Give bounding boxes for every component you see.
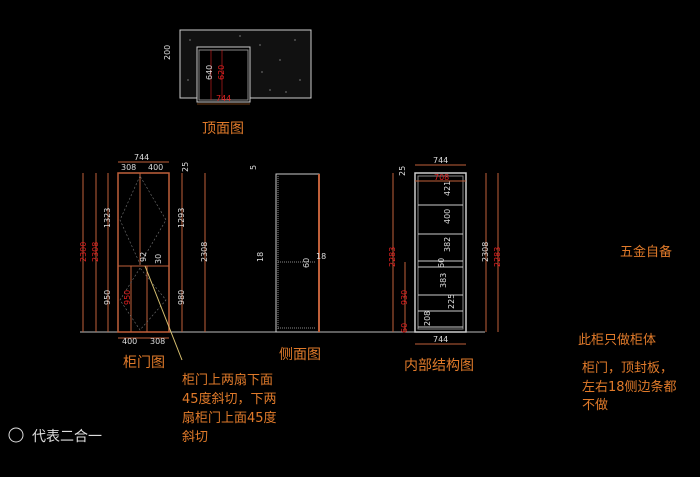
- note-line: 扇柜门上面45度: [182, 410, 277, 426]
- door-view-title: 柜门图: [123, 355, 165, 371]
- dim-bottom-right: 308: [150, 337, 165, 346]
- side-view-title: 侧面图: [279, 347, 321, 363]
- dim-1293: 1293: [177, 208, 186, 228]
- dim-980: 980: [177, 290, 186, 305]
- dim-25: 25: [398, 166, 407, 176]
- top-view-title: 顶面图: [202, 121, 244, 137]
- dim-18-left: 18: [256, 252, 265, 262]
- dim-950-red: 950: [123, 290, 132, 305]
- internal-view: 744 708 25 421 400 382 60 383 225 208 22…: [388, 156, 502, 374]
- dim-width: 744: [134, 153, 149, 162]
- shelf-dim: 382: [443, 237, 452, 252]
- dim-bottom-left: 400: [122, 337, 137, 346]
- shelf-dim: 208: [423, 311, 432, 326]
- door-cut-note: 柜门上两扇下面 45度斜切，下两 扇柜门上面45度 斜切: [182, 372, 277, 445]
- dim-2283-left: 2283: [388, 247, 397, 267]
- dim-bottom: 744: [433, 335, 448, 344]
- top-view: 200 640 620 744 顶面图: [163, 29, 312, 137]
- shelf-dim: 383: [439, 273, 448, 288]
- door-swing-upper: [119, 175, 167, 265]
- dim-top: 744: [433, 156, 448, 165]
- door-frame: [117, 172, 170, 333]
- note-line: 柜门上两扇下面: [182, 372, 273, 388]
- dim-top-right: 400: [148, 163, 163, 172]
- note-line: 斜切: [182, 430, 208, 445]
- shelf-dim: 225: [447, 294, 456, 309]
- door-swing-lower: [119, 267, 167, 331]
- dim-2308-red: 2308: [91, 242, 100, 262]
- dim-25: 25: [181, 162, 190, 172]
- dim-1323: 1323: [103, 208, 112, 228]
- dim-60: 60: [302, 258, 311, 268]
- dim-60-red: 60: [400, 323, 409, 333]
- cabinet-top-outline: [196, 46, 251, 103]
- note-line: 左右18侧边条都: [582, 379, 677, 395]
- door-view: 744 308 400 25 2300 2308 1323 950 1293 9…: [79, 153, 209, 371]
- dim-92: 92: [139, 252, 148, 262]
- shelf-dim: 60: [437, 258, 446, 268]
- internal-inner: [417, 175, 464, 330]
- dim-200: 200: [163, 45, 172, 60]
- leader-line: [144, 265, 183, 361]
- shelf-dim: 400: [443, 209, 452, 224]
- circle-symbol-icon: [8, 427, 24, 443]
- dim-top-left: 308: [121, 163, 136, 172]
- side-view: 5 18 18 60 侧面图: [249, 165, 326, 363]
- dim-620: 620: [217, 65, 226, 80]
- dim-950: 950: [103, 290, 112, 305]
- side-outline: [275, 173, 320, 333]
- dim-2283-right: 2283: [493, 247, 502, 267]
- dim-inner: 708: [434, 173, 449, 182]
- granite-speckle: [187, 35, 301, 93]
- legend-text: 代表二合一: [32, 429, 102, 445]
- note-line: 不做: [582, 398, 608, 413]
- internal-view-title: 内部结构图: [404, 358, 474, 374]
- dim-744: 744: [216, 94, 231, 103]
- shelf-dim: 421: [443, 181, 452, 196]
- dim-640: 640: [205, 65, 214, 80]
- shelves: [418, 204, 463, 328]
- dim-930: 930: [400, 290, 409, 305]
- dim-2308: 2308: [481, 242, 490, 262]
- exclusions-note: 柜门，顶封板， 左右18侧边条都 不做: [582, 361, 677, 413]
- body-only-note: 此柜只做柜体: [578, 333, 656, 348]
- dim-2300: 2300: [79, 242, 88, 262]
- note-line: 45度斜切，下两: [182, 391, 277, 407]
- dim-5: 5: [249, 165, 258, 170]
- internal-frame: [414, 172, 467, 333]
- dim-18-right: 18: [316, 252, 326, 261]
- dim-2308: 2308: [200, 242, 209, 262]
- hardware-note: 五金自备: [620, 244, 672, 260]
- dim-30: 30: [154, 254, 163, 264]
- cabinet-inner-outline: [198, 49, 249, 101]
- note-line: 柜门，顶封板，: [582, 361, 673, 376]
